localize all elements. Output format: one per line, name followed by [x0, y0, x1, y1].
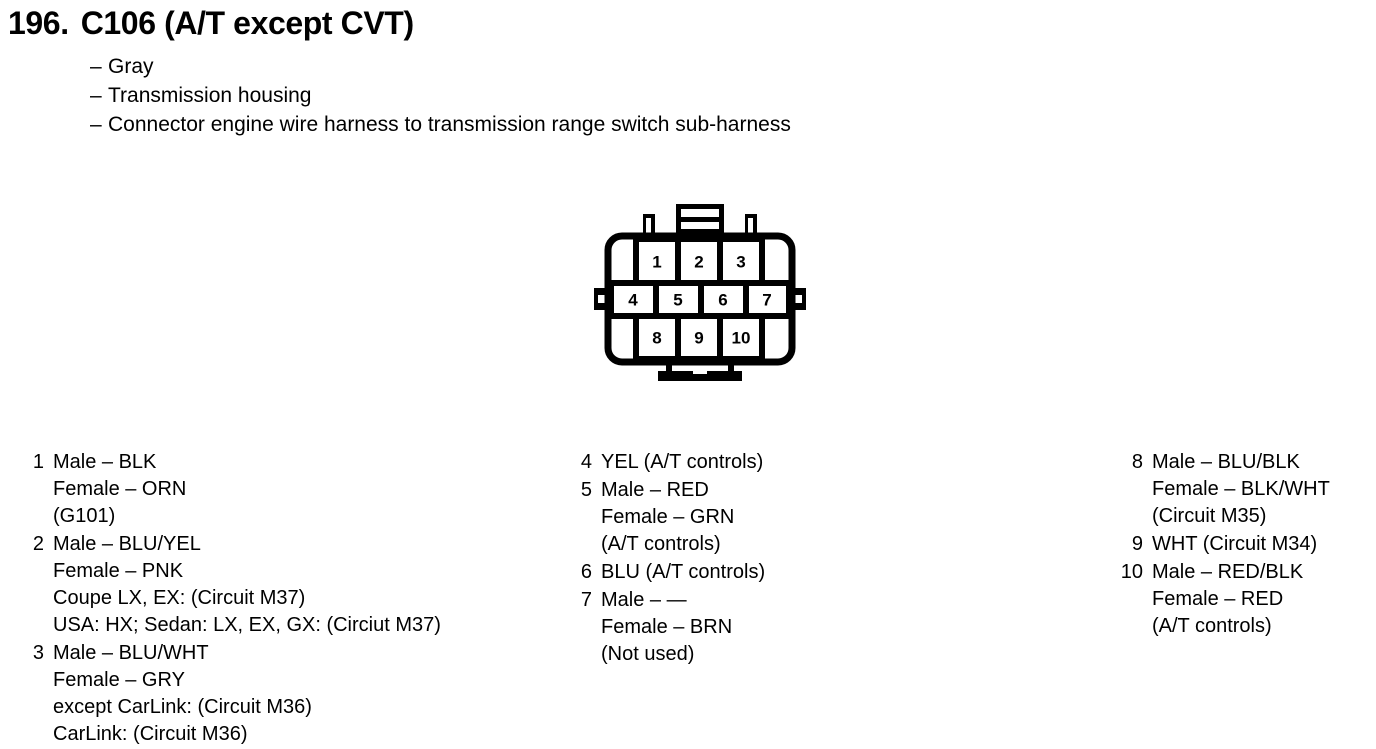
pin-legend-entry: 4 YEL (A/T controls)	[566, 449, 996, 476]
pin-legend-lines: Male – BLK Female – ORN (G101)	[53, 449, 538, 530]
pin-legend-number: 9	[1131, 533, 1143, 555]
pin-legend-number: 2	[32, 533, 44, 555]
connector-pin-5: 5	[673, 291, 682, 310]
connector-pin-10: 10	[732, 329, 751, 348]
pin-legend-line: Female – GRY	[53, 669, 185, 691]
connector-pinout-diagram: 1 2 3 4 5 6 7 8 9 10	[588, 196, 812, 396]
pin-legend-line: Male – RED/BLK	[1152, 561, 1304, 583]
pin-legend-line: Male – BLU/YEL	[53, 533, 201, 555]
pin-legend-line: WHT (Circuit M34)	[1152, 533, 1318, 555]
pin-legend-entry: 9 WHT (Circuit M34)	[1117, 531, 1367, 558]
connector-top-latch	[643, 204, 757, 238]
connector-description-text: Transmission housing	[108, 84, 312, 107]
pin-legend-number: 5	[580, 479, 592, 501]
pin-legend-line: Male – BLU/BLK	[1152, 451, 1300, 473]
pin-legend-number: 3	[32, 642, 44, 664]
pin-legend-lines: BLU (A/T controls)	[601, 559, 996, 586]
connector-pin-6: 6	[718, 291, 727, 310]
pin-legend-line: Female – PNK	[53, 560, 184, 582]
pin-legend-line: Female – RED	[1152, 588, 1284, 610]
pin-legend-line: Female – BRN	[601, 616, 733, 638]
pin-legend-line: (A/T controls)	[601, 533, 721, 555]
page-title: 196. C106 (A/T except CVT)	[8, 4, 1368, 42]
pin-legend-number: 10	[1120, 561, 1143, 583]
connector-row-3: 8 9 10	[633, 313, 765, 362]
connector-pin-9: 9	[694, 329, 703, 348]
connector-pin-7: 7	[762, 291, 771, 310]
connector-description-text: Gray	[108, 55, 154, 78]
page-title-text: C106 (A/T except CVT)	[80, 5, 414, 41]
pin-legend-line: Male – RED	[601, 479, 709, 501]
pin-legend-line: Female – BLK/WHT	[1152, 478, 1330, 500]
pin-legend-line: (A/T controls)	[1152, 615, 1272, 637]
connector-description-text: Connector engine wire harness to transmi…	[108, 113, 791, 136]
pin-legend-column-middle: 4 YEL (A/T controls) 5 Male – RED Female – G…	[566, 449, 996, 669]
pin-legend-line: (G101)	[53, 505, 116, 527]
pin-legend-entry: 6 BLU (A/T controls)	[566, 559, 996, 586]
pin-legend-lines: YEL (A/T controls)	[601, 449, 996, 476]
pin-legend-lines: Male – BLU/BLK Female – BLK/WHT (Circuit M…	[1152, 449, 1367, 530]
pin-legend-number: 7	[580, 589, 592, 611]
pin-legend-number: 6	[580, 561, 592, 583]
pin-legend-line: YEL (A/T controls)	[601, 451, 764, 473]
connector-description-item: –Connector engine wire harness to transm…	[90, 110, 1368, 139]
pin-legend-entry: 5 Male – RED Female – GRN (A/T controls)	[566, 477, 996, 558]
pin-legend-line: Coupe LX, EX: (Circuit M37)	[53, 587, 306, 609]
connector-pin-2: 2	[694, 253, 703, 272]
connector-pin-3: 3	[736, 253, 745, 272]
pin-legend-line: CarLink: (Circuit M36)	[53, 723, 248, 745]
connector-pin-8: 8	[652, 329, 661, 348]
pin-legend-lines: Male – BLU/YEL Female – PNK Coupe LX, EX: …	[53, 531, 538, 639]
pin-legend-lines: Male – BLU/WHT Female – GRY except CarLink…	[53, 640, 538, 748]
pin-legend-line: (Circuit M35)	[1152, 505, 1267, 527]
page-title-number: 196.	[8, 5, 69, 41]
connector-pin-1: 1	[652, 253, 661, 272]
bullet-dash-icon: –	[90, 84, 102, 107]
pin-legend-number: 8	[1131, 451, 1143, 473]
connector-description-list: –Gray–Transmission housing–Connector eng…	[90, 52, 1368, 139]
pin-legend-lines: WHT (Circuit M34)	[1152, 531, 1367, 558]
pin-legend-lines: Male – RED Female – GRN (A/T controls)	[601, 477, 996, 558]
pin-legend-number: 1	[32, 451, 44, 473]
pin-legend-column-right: 8 Male – BLU/BLK Female – BLK/WHT (Circuit …	[1117, 449, 1367, 641]
header-block: 196.C106 (A/T except CVT) –Gray–Transmis…	[8, 4, 1368, 139]
bullet-dash-icon: –	[90, 113, 102, 136]
pin-legend-line: Female – ORN	[53, 478, 187, 500]
pin-legend-lines: Male – — Female – BRN (Not used)	[601, 587, 996, 668]
pin-legend-entry: 3 Male – BLU/WHT Female – GRY except CarLin…	[18, 640, 538, 748]
pin-legend-line: Male – BLK	[53, 451, 157, 473]
pin-legend-entry: 10 Male – RED/BLK Female – RED (A/T control…	[1117, 559, 1367, 640]
bullet-dash-icon: –	[90, 55, 102, 78]
pin-legend-line: Male – BLU/WHT	[53, 642, 209, 664]
connector-pin-4: 4	[628, 291, 638, 310]
pin-legend-entry: 7 Male – — Female – BRN (Not used)	[566, 587, 996, 668]
connector-description-item: –Transmission housing	[90, 81, 1368, 110]
pin-legend-entry: 1 Male – BLK Female – ORN (G101)	[18, 449, 538, 530]
pin-legend-line: (Not used)	[601, 643, 695, 665]
pin-legend-entry: 2 Male – BLU/YEL Female – PNK Coupe LX, EX:…	[18, 531, 538, 639]
pin-legend-number: 4	[580, 451, 592, 473]
pin-legend-line: Male – —	[601, 589, 687, 611]
pin-legend-line: except CarLink: (Circuit M36)	[53, 696, 312, 718]
pin-legend-line: Female – GRN	[601, 506, 735, 528]
pin-legend-entry: 8 Male – BLU/BLK Female – BLK/WHT (Circuit …	[1117, 449, 1367, 530]
pin-legend-lines: Male – RED/BLK Female – RED (A/T controls)	[1152, 559, 1367, 640]
pin-legend-line: BLU (A/T controls)	[601, 561, 766, 583]
connector-description-item: –Gray	[90, 52, 1368, 81]
pin-legend-line: USA: HX; Sedan: LX, EX, GX: (Circiut M37…	[53, 614, 441, 636]
